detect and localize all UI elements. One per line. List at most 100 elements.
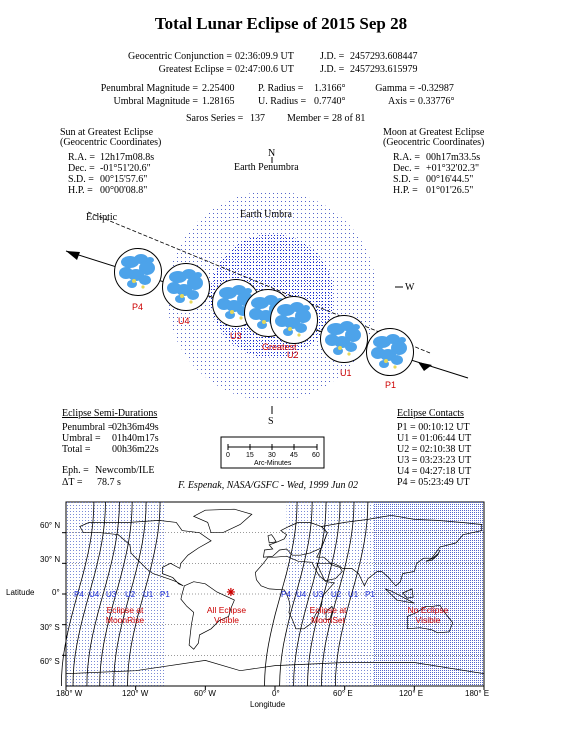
contact-p4: P4 = 05:23:49 UT [397, 477, 470, 488]
map-curve-label-u3-left: U3 [106, 590, 117, 599]
sublunar-point-icon [226, 587, 235, 596]
u-radius-value: 0.7740° [314, 96, 346, 107]
continent-outline [316, 562, 343, 582]
sun-ra-value: 12h17m08.8s [100, 152, 155, 163]
continent-outline [79, 520, 212, 587]
credit-line: F. Espenak, NASA/GSFC - Wed, 1999 Jun 02 [178, 480, 358, 491]
delta-t-label: ΔT = [62, 477, 83, 488]
saros-value: 137 [250, 113, 265, 124]
continent-outline [385, 588, 415, 604]
gamma-value: -0.32987 [418, 83, 454, 94]
lat-label-30n: 30° N [40, 555, 61, 564]
total-duration-value: 00h36m22s [112, 444, 159, 455]
gamma-label: Gamma = [375, 83, 415, 94]
jd1-label: J.D. = [320, 51, 345, 62]
lon-label-120e: 120° E [399, 689, 424, 698]
sun-dec-value: -01°51'20.6" [100, 163, 151, 174]
p-radius-label: P. Radius = [258, 83, 304, 94]
region-moonset-line2: MoonSet [310, 615, 346, 625]
delta-t-value: 78.7 s [97, 477, 121, 488]
moon-sd-label: S.D. = [393, 174, 419, 185]
umbral-duration-value: 01h40m17s [112, 433, 159, 444]
total-duration-label: Total = [62, 444, 91, 455]
region-none-shade [373, 502, 484, 686]
sun-ra-label: R.A. = [68, 152, 96, 163]
map-curve-label-u2-left: U2 [125, 590, 136, 599]
region-all-line2: Visible [214, 615, 239, 625]
continent-outline [316, 514, 483, 587]
moon-path-arrowhead-right [418, 362, 432, 371]
member-value: 28 of 81 [332, 113, 366, 124]
scale-label-60: 60 [312, 452, 320, 459]
moon-dec-value: +01°32'02.3" [426, 163, 480, 174]
contact-p1: P1 = 00:10:12 UT [397, 422, 470, 433]
umb-mag-value: 1.28165 [202, 96, 235, 107]
scale-unit: Arc-Minutes [254, 460, 292, 467]
map-curve-label-u1-right: U1 [348, 590, 359, 599]
contact-u1: U1 = 01:06:44 UT [397, 433, 472, 444]
moon-dec-label: Dec. = [393, 163, 420, 174]
moon-ra-label: R.A. = [393, 152, 421, 163]
map-curve-label-p4-left: P4 [74, 590, 84, 599]
eph-value: Newcomb/ILE [95, 465, 155, 476]
lon-label-60w: 60° W [194, 689, 216, 698]
moon-sd-value: 00°16'44.5" [426, 174, 474, 185]
earth-umbra-label: Earth Umbra [240, 209, 292, 220]
sun-hp-value: 00°00'08.8" [100, 185, 148, 196]
scale-label-15: 15 [246, 452, 254, 459]
region-moonrise-line1: Eclipse at [106, 605, 144, 615]
continent-outline [267, 534, 277, 544]
continent-outline [65, 660, 485, 687]
map-curve-label-u2-right: U2 [331, 590, 342, 599]
map-curve-label-u4-right: U4 [296, 590, 307, 599]
p-radius-value: 1.3166° [314, 83, 346, 94]
contact-label-p4: P4 [132, 302, 144, 312]
ecliptic-line [87, 211, 431, 354]
moon-path-arrowhead-left [66, 251, 80, 260]
geo-conj-label: Geocentric Conjunction = [128, 51, 232, 62]
scale-label-45: 45 [290, 452, 298, 459]
lon-label-60e: 60° E [333, 689, 353, 698]
map-curve-label-p4-right: P4 [281, 590, 291, 599]
moon-disk-p1 [366, 328, 414, 376]
jd2-value: 2457293.615979 [350, 64, 418, 75]
eph-label: Eph. = [62, 465, 89, 476]
moon-disk-u4 [162, 263, 210, 311]
earth-umbra [210, 234, 334, 358]
lon-label-0: 0° [272, 689, 280, 698]
moon-disk-p4 [114, 248, 162, 296]
sun-sd-value: 00°15'57.6" [100, 174, 148, 185]
scale-label-0: 0 [226, 452, 230, 459]
contact-u3: U3 = 03:23:23 UT [397, 455, 472, 466]
greatest-label: Greatest [262, 342, 297, 352]
map-curve-label-p1-right: P1 [365, 590, 375, 599]
contact-label-u2: U2 [287, 350, 299, 360]
contact-label-u4: U4 [178, 316, 190, 326]
moon-heading: Moon at Greatest Eclipse [383, 127, 485, 138]
pen-mag-value: 2.25400 [202, 83, 235, 94]
region-moonrise-line2: MoonRise [105, 615, 145, 625]
axis-label: Axis = [387, 96, 415, 107]
map-curve-label-u1-left: U1 [143, 590, 154, 599]
continent-outline [262, 522, 328, 558]
lon-label-180w: 180° W [56, 689, 83, 698]
scale-label-30: 30 [268, 452, 276, 459]
sun-subheading: (Geocentric Coordinates) [60, 137, 162, 148]
contacts-heading: Eclipse Contacts [397, 408, 464, 419]
west-label: W [405, 282, 415, 293]
region-none-line1: No Eclipse [407, 605, 449, 615]
member-label: Member = [287, 113, 330, 124]
sun-hp-label: H.P. = [68, 185, 93, 196]
moon-ra-value: 00h17m33.5s [426, 152, 481, 163]
umb-mag-label: Umbral Magnitude = [113, 96, 198, 107]
map-curve-label-u4-left: U4 [89, 590, 100, 599]
contact-u4: U4 = 04:27:18 UT [397, 466, 472, 477]
greatest-label: Greatest Eclipse = [158, 64, 232, 75]
ecliptic-label: Ecliptic [86, 212, 118, 223]
moon-disk-u3 [212, 279, 260, 327]
map-latitude-title: Latitude [6, 588, 35, 597]
map-curve-label-p1-left: P1 [160, 590, 170, 599]
lat-label-60s: 60° S [40, 657, 60, 666]
axis-value: 0.33776° [418, 96, 455, 107]
